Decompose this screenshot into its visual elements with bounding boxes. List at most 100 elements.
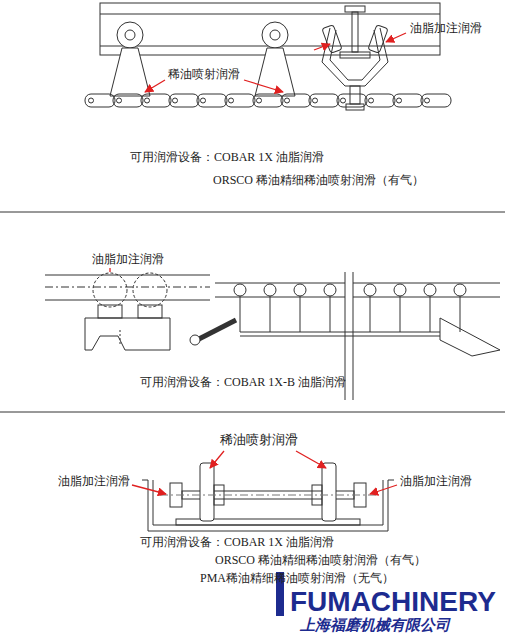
track-drawing-part — [138, 305, 162, 318]
conveyor-track-drawing-part-part — [337, 94, 367, 107]
track-drawing-part-part — [264, 284, 276, 296]
conveyor-track-drawing-part-part — [117, 98, 122, 103]
conveyor-track-drawing-part — [340, 52, 370, 58]
trolley-cross-section-part — [142, 480, 394, 531]
track-drawing-part — [45, 275, 210, 276]
track-drawing-part-part — [240, 296, 241, 332]
track-drawing-part-part — [294, 284, 306, 296]
track-drawing-part — [133, 273, 167, 307]
trolley-cross-section-part — [153, 480, 383, 525]
conveyor-track-drawing-part-part — [169, 94, 199, 107]
leader-arrow-part — [132, 485, 166, 494]
conveyor-track-drawing-part-part — [313, 98, 318, 103]
conveyor-track-drawing-part — [345, 6, 365, 12]
leader-arrow-part — [386, 33, 406, 42]
track-drawing-part-part — [330, 296, 331, 332]
leader-arrow — [132, 451, 397, 494]
track-drawing-part-part — [460, 296, 461, 332]
trolley-cross-section-part — [200, 463, 214, 521]
conveyor-track-drawing-part — [346, 104, 364, 110]
track-drawing-part — [215, 297, 345, 298]
track-drawing-part — [190, 335, 200, 345]
conveyor-track-drawing-part-part — [425, 98, 430, 103]
leader-arrow-part — [109, 268, 110, 272]
callout-label: 油脂加注润滑 — [92, 252, 164, 266]
conveyor-track-drawing-part — [117, 22, 143, 48]
track-drawing-part — [440, 318, 500, 356]
track-drawing — [45, 272, 500, 400]
conveyor-track-drawing-part-part — [113, 94, 143, 107]
conveyor-track-drawing-part — [262, 22, 288, 48]
conveyor-track-drawing-part-part — [229, 98, 234, 103]
conveyor-track-drawing-part-part — [253, 94, 283, 107]
track-drawing-part-part — [300, 296, 301, 332]
conveyor-track-drawing-part-part — [397, 98, 402, 103]
equipment-note: PMA稀油精细稀油喷射润滑（无气） — [200, 571, 394, 585]
conveyor-track-drawing-part-part — [173, 98, 178, 103]
track-drawing-part-part — [234, 284, 246, 296]
conveyor-track-drawing-part-part — [141, 94, 171, 107]
conveyor-track-drawing-part-part — [89, 98, 94, 103]
track-drawing-part — [45, 287, 210, 288]
divider — [0, 412, 505, 413]
track-drawing-part-part — [370, 296, 371, 332]
conveyor-track-drawing-part-part — [197, 94, 227, 107]
trolley-cross-section — [142, 463, 394, 531]
track-drawing-part — [215, 283, 345, 284]
conveyor-track-drawing-part — [100, 3, 440, 55]
equipment-note: 可用润滑设备：COBAR 1X 油脂润滑 — [130, 150, 324, 164]
conveyor-track-drawing-part — [255, 48, 295, 96]
track-drawing-part — [45, 300, 210, 301]
track-drawing-part — [98, 305, 122, 318]
callout-label: 稀油喷射润滑 — [168, 67, 240, 81]
conveyor-track-drawing-part-part — [285, 98, 290, 103]
conveyor-track-drawing-part-part — [393, 94, 423, 107]
conveyor-track-drawing-part-part — [421, 94, 451, 107]
conveyor-track-drawing-part — [330, 30, 380, 80]
track-drawing-part — [353, 297, 500, 298]
conveyor-track-drawing-part — [322, 28, 388, 86]
callout-label: 稀油喷射润滑 — [220, 432, 298, 448]
leader-arrow-part — [314, 44, 330, 50]
track-drawing-part-part — [424, 284, 436, 296]
conveyor-track-drawing-part-part — [369, 98, 374, 103]
conveyor-track-drawing-part-part — [365, 94, 395, 107]
trolley-cross-section-part — [160, 495, 376, 496]
track-drawing-part — [93, 273, 127, 307]
equipment-note: 可用润滑设备：COBAR 1X-B 油脂润滑 — [140, 375, 346, 389]
track-drawing-part — [240, 336, 440, 337]
conveyor-track-drawing-part-part — [309, 94, 339, 107]
track-drawing-part — [234, 284, 466, 332]
trolley-cross-section-part — [322, 463, 336, 521]
conveyor-track-drawing-part — [270, 30, 280, 40]
conveyor-track-drawing-part — [110, 48, 150, 96]
track-drawing-part-part — [394, 284, 406, 296]
conveyor-track-drawing — [85, 3, 451, 110]
track-drawing-part — [120, 330, 121, 345]
conveyor-track-drawing-part — [100, 14, 440, 15]
leader-arrow — [145, 33, 406, 92]
conveyor-track-drawing-part — [350, 86, 360, 104]
track-drawing-part-part — [454, 284, 466, 296]
leader-arrow-part — [370, 485, 397, 494]
track-drawing-part — [240, 332, 440, 333]
leader-arrow-part — [244, 80, 283, 92]
track-drawing-part-part — [324, 284, 336, 296]
conveyor-track-drawing-part — [352, 12, 358, 52]
track-drawing-part — [353, 283, 500, 284]
callout-label: 油脂加注润滑 — [400, 474, 472, 488]
logo-wordmark: FUMACHINERY — [290, 588, 496, 616]
track-drawing-part-part — [364, 284, 376, 296]
conveyor-track-drawing-part-part — [281, 94, 311, 107]
leader-arrow — [109, 268, 110, 272]
conveyor-track-drawing-part-part — [201, 98, 206, 103]
callout-label: 油脂加注润滑 — [58, 474, 130, 488]
callout-label: 油脂加注润滑 — [410, 21, 482, 35]
equipment-note: ORSCO 稀油精细稀油喷射润滑（有气） — [213, 173, 424, 187]
conveyor-track-drawing-part-part — [341, 98, 346, 103]
company-name: 上海福磨机械有限公司 — [300, 617, 450, 632]
track-drawing-part-part — [400, 296, 401, 332]
conveyor-track-drawing-part-part — [85, 94, 115, 107]
conveyor-track-drawing-part-part — [257, 98, 262, 103]
